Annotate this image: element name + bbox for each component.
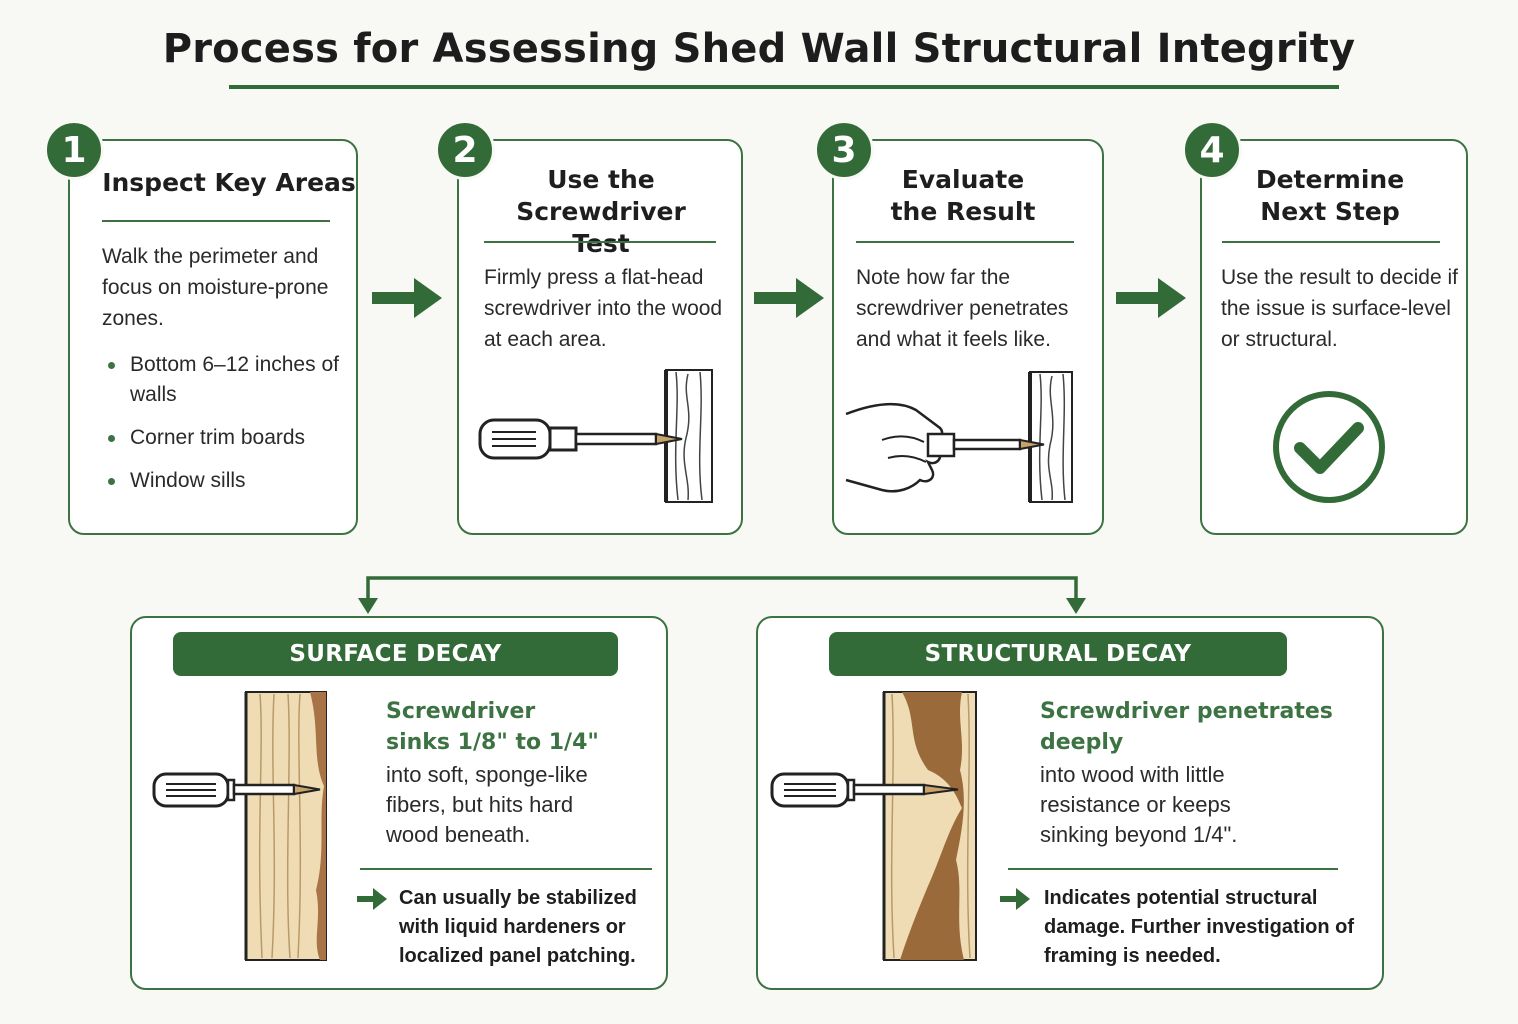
structural-decay-wood-icon (770, 691, 977, 961)
screwdriver-into-wood-icon (478, 369, 713, 503)
step-bullets-1: Bottom 6–12 inches of walls Corner trim … (102, 350, 352, 509)
bullet-item: Window sills (102, 466, 352, 496)
arrow-right-icon (1116, 278, 1186, 318)
arrow-right-icon (754, 278, 824, 318)
step-rule-2 (484, 241, 716, 243)
outcome-headline-structural: Screwdriver penetrates deeply (1040, 699, 1333, 755)
step-title-4: Determine Next Step (1255, 165, 1405, 226)
arrow-right-icon (357, 888, 387, 910)
step-badge-4: 4 (1182, 120, 1242, 180)
step-badge-3: 3 (814, 120, 874, 180)
arrow-right-icon (372, 278, 442, 318)
step-rule-4 (1222, 241, 1440, 243)
title-underline (229, 85, 1339, 89)
branch-connector (358, 576, 1086, 614)
outcome-note-surface: Can usually be stabilized with liquid ha… (399, 887, 637, 967)
step-title-3: Evaluate the Result (890, 165, 1036, 226)
step-title-1: Inspect Key Areas (102, 168, 356, 197)
outcome-banner-structural: STRUCTURAL DECAY (829, 632, 1287, 676)
step-body-3: Note how far the screwdriver penetrates … (856, 266, 1069, 351)
outcome-detail-structural: into wood with little resistance or keep… (1040, 762, 1238, 847)
arrow-right-icon (1000, 888, 1030, 910)
outcome-card-surface (130, 616, 668, 990)
outcome-note-structural: Indicates potential structural damage. F… (1044, 887, 1355, 967)
surface-decay-wood-icon (152, 691, 327, 961)
step-card-1 (68, 139, 358, 535)
checkmark-circle-icon (1273, 391, 1385, 503)
hand-holding-screwdriver-icon (845, 371, 1073, 503)
step-body-1: Walk the perimeter and focus on moisture… (102, 245, 329, 330)
outcome-rule-surface (360, 868, 652, 870)
step-body-2: Firmly press a flat-head screwdriver int… (484, 266, 723, 351)
outcome-headline-surface: Screwdriver sinks 1/8" to 1/4" (386, 699, 599, 755)
step-badge-1: 1 (44, 120, 104, 180)
outcome-rule-structural (1008, 868, 1338, 870)
outcome-card-structural (756, 616, 1384, 990)
page-title: Process for Assessing Shed Wall Structur… (162, 26, 1356, 72)
outcome-detail-surface: into soft, sponge-like fibers, but hits … (386, 762, 588, 847)
step-rule-1 (102, 220, 330, 222)
step-title-2: Use the Screwdriver Test (516, 165, 686, 258)
bullet-item: Bottom 6–12 inches of walls (102, 350, 352, 410)
step-badge-2: 2 (435, 120, 495, 180)
step-rule-3 (856, 241, 1074, 243)
step-body-4: Use the result to decide if the issue is… (1221, 266, 1458, 351)
bullet-item: Corner trim boards (102, 423, 352, 453)
outcome-banner-surface: SURFACE DECAY (173, 632, 618, 676)
